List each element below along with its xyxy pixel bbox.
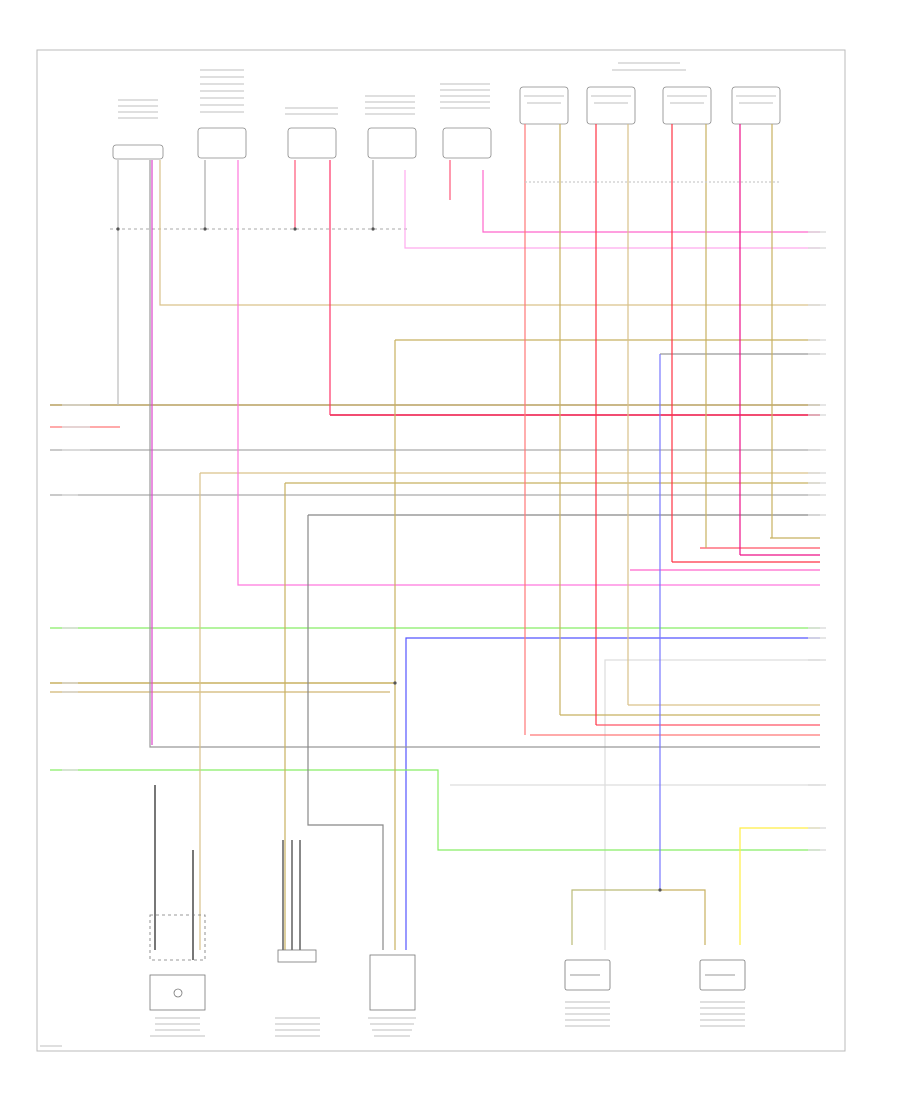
bottom-label-marks bbox=[40, 1001, 745, 1047]
solenoid-4-box bbox=[367, 127, 417, 159]
top-components bbox=[112, 86, 781, 160]
yellow-wire-828 bbox=[739, 827, 820, 945]
knock-sensor-box bbox=[149, 974, 206, 1011]
gray-wire-747 bbox=[149, 160, 820, 748]
injector-2-box bbox=[586, 86, 636, 125]
knock-sensor-symbol bbox=[173, 988, 183, 998]
gray-wire-660 bbox=[604, 659, 820, 950]
pink-wire-top bbox=[404, 170, 820, 249]
solenoid-3-box bbox=[287, 127, 337, 159]
o2-sensor-2-box bbox=[699, 959, 746, 991]
bottom-components bbox=[149, 914, 746, 1011]
fuel-pressure-sensor-box bbox=[369, 954, 416, 1011]
tan-wire-1 bbox=[159, 160, 820, 306]
right-edge-tags bbox=[808, 231, 826, 851]
top-label-marks bbox=[118, 62, 776, 119]
blue-wire-638 bbox=[405, 637, 820, 950]
horizontal-wires bbox=[50, 160, 820, 950]
pink-wire-585 bbox=[237, 160, 820, 586]
injector-4-box bbox=[731, 86, 781, 125]
left-edge-tags bbox=[62, 404, 90, 771]
vertical-wires bbox=[117, 124, 780, 960]
solenoid-5-box bbox=[442, 127, 492, 159]
o2-sensor-1-box bbox=[564, 959, 611, 991]
green-wire-770 bbox=[50, 769, 820, 851]
magenta-wire-top bbox=[482, 170, 820, 233]
diagram-border bbox=[36, 49, 846, 1052]
injector-1-box bbox=[519, 86, 569, 125]
solenoid-2-box bbox=[197, 127, 247, 159]
injector-3-box bbox=[662, 86, 712, 125]
camshaft-sensor-box bbox=[277, 949, 317, 963]
splice-points bbox=[116, 227, 662, 892]
solenoid-1-box bbox=[112, 144, 164, 160]
